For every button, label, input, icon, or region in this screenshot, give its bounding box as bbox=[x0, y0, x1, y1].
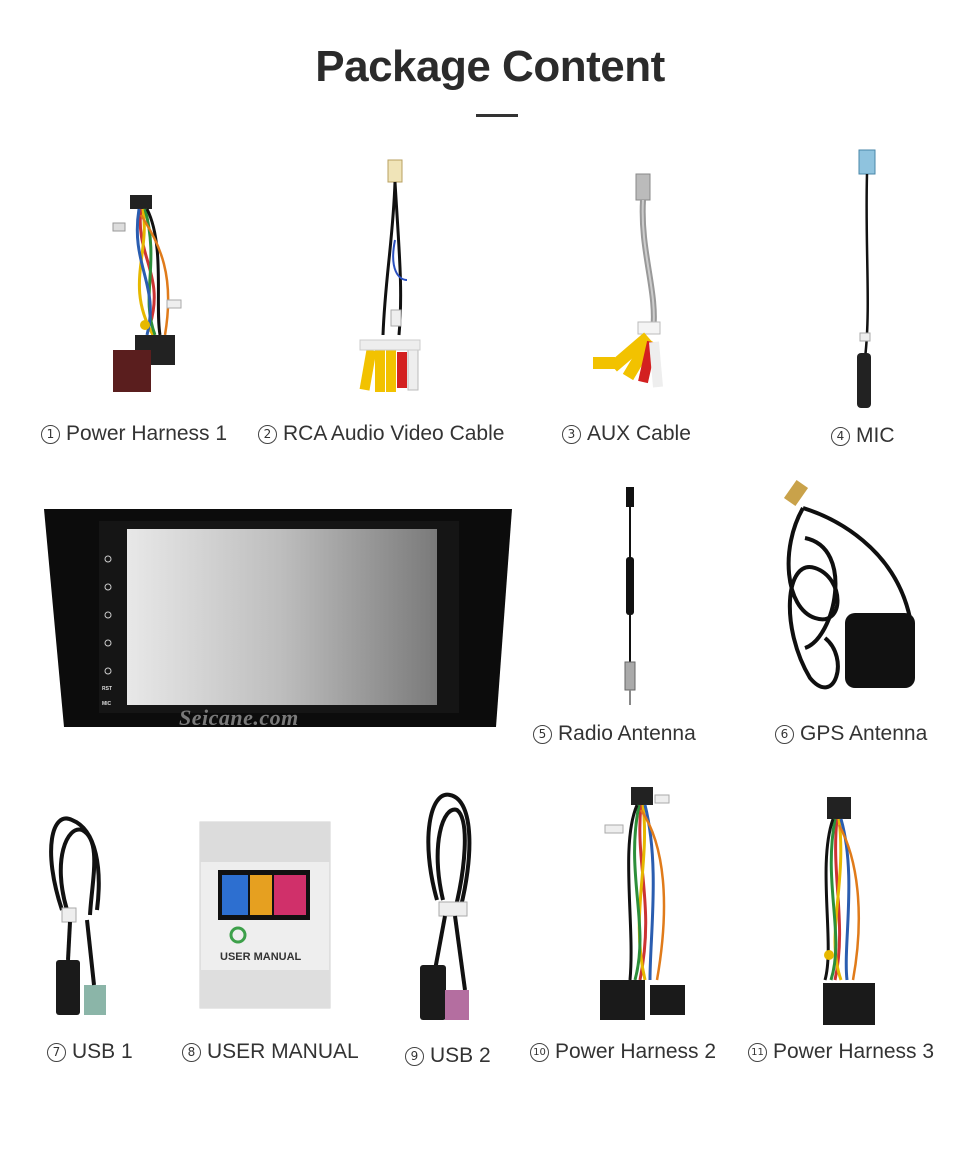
item-number: 10 bbox=[530, 1042, 549, 1062]
usb2-image bbox=[415, 790, 485, 1030]
caption-item-7: 7 USB 1 bbox=[47, 1040, 133, 1064]
item-number: 3 bbox=[562, 424, 581, 444]
page-title: Package Content bbox=[315, 42, 665, 91]
caption-item-8: 8 USER MANUAL bbox=[182, 1040, 359, 1064]
head-unit-icon bbox=[44, 509, 512, 727]
title-divider bbox=[476, 114, 518, 117]
power-harness-3-image bbox=[795, 795, 885, 1035]
item-label: GPS Antenna bbox=[800, 722, 928, 745]
caption-item-3: 3 AUX Cable bbox=[562, 422, 691, 446]
item-label: RCA Audio Video Cable bbox=[283, 422, 505, 445]
gps-antenna-image bbox=[775, 478, 925, 708]
item-label: Power Harness 2 bbox=[555, 1040, 717, 1063]
power-harness-1-image bbox=[105, 185, 195, 400]
item-label: USB 2 bbox=[430, 1044, 491, 1067]
power-harness-icon bbox=[823, 797, 875, 1025]
caption-item-1: 1 Power Harness 1 bbox=[41, 422, 227, 446]
item-label: AUX Cable bbox=[587, 422, 691, 445]
mic-label: MIC bbox=[102, 701, 112, 707]
item-number: 5 bbox=[533, 724, 552, 744]
item-number: 8 bbox=[182, 1042, 201, 1062]
manual-cover-text: USER MANUAL bbox=[220, 951, 302, 963]
item-label: MIC bbox=[856, 424, 895, 447]
item-label: Power Harness 1 bbox=[66, 422, 228, 445]
item-label: USB 1 bbox=[72, 1040, 133, 1063]
power-harness-icon bbox=[112, 195, 182, 392]
head-unit-image: RST MIC Seicane.com bbox=[44, 505, 512, 735]
item-label: Radio Antenna bbox=[558, 722, 696, 745]
item-number: 2 bbox=[258, 424, 277, 444]
mic-image bbox=[845, 148, 885, 413]
user-manual-image: USER MANUAL bbox=[198, 820, 333, 1010]
usb-cable-icon bbox=[49, 816, 106, 1015]
caption-item-6: 6 GPS Antenna bbox=[775, 722, 927, 746]
item-label: Power Harness 3 bbox=[773, 1040, 935, 1063]
watermark: Seicane.com bbox=[179, 705, 299, 730]
usb1-image bbox=[42, 810, 117, 1020]
caption-item-11: 11 Power Harness 3 bbox=[748, 1040, 934, 1064]
caption-item-4: 4 MIC bbox=[831, 424, 895, 448]
caption-item-2: 2 RCA Audio Video Cable bbox=[258, 422, 504, 446]
caption-item-9: 9 USB 2 bbox=[405, 1044, 491, 1068]
item-label: USER MANUAL bbox=[207, 1040, 359, 1063]
item-number: 9 bbox=[405, 1046, 424, 1066]
item-number: 1 bbox=[41, 424, 60, 444]
gps-antenna-icon bbox=[783, 479, 915, 690]
item-number: 11 bbox=[748, 1042, 767, 1062]
power-harness-2-image bbox=[595, 785, 695, 1035]
power-harness-icon bbox=[600, 787, 685, 1020]
radio-antenna-image bbox=[615, 487, 645, 707]
usb-cable-icon bbox=[420, 792, 472, 1020]
caption-item-10: 10 Power Harness 2 bbox=[530, 1040, 716, 1064]
manual-icon bbox=[199, 821, 331, 1009]
caption-item-5: 5 Radio Antenna bbox=[533, 722, 696, 746]
item-number: 6 bbox=[775, 724, 794, 744]
mic-icon bbox=[857, 149, 876, 408]
rca-cable-image bbox=[355, 159, 425, 405]
item-number: 7 bbox=[47, 1042, 66, 1062]
rst-label: RST bbox=[102, 686, 112, 692]
aux-cable-image bbox=[588, 172, 663, 402]
radio-antenna-icon bbox=[624, 487, 636, 705]
aux-cable-icon bbox=[593, 173, 663, 388]
rca-cable-icon bbox=[359, 159, 421, 392]
item-number: 4 bbox=[831, 426, 850, 446]
